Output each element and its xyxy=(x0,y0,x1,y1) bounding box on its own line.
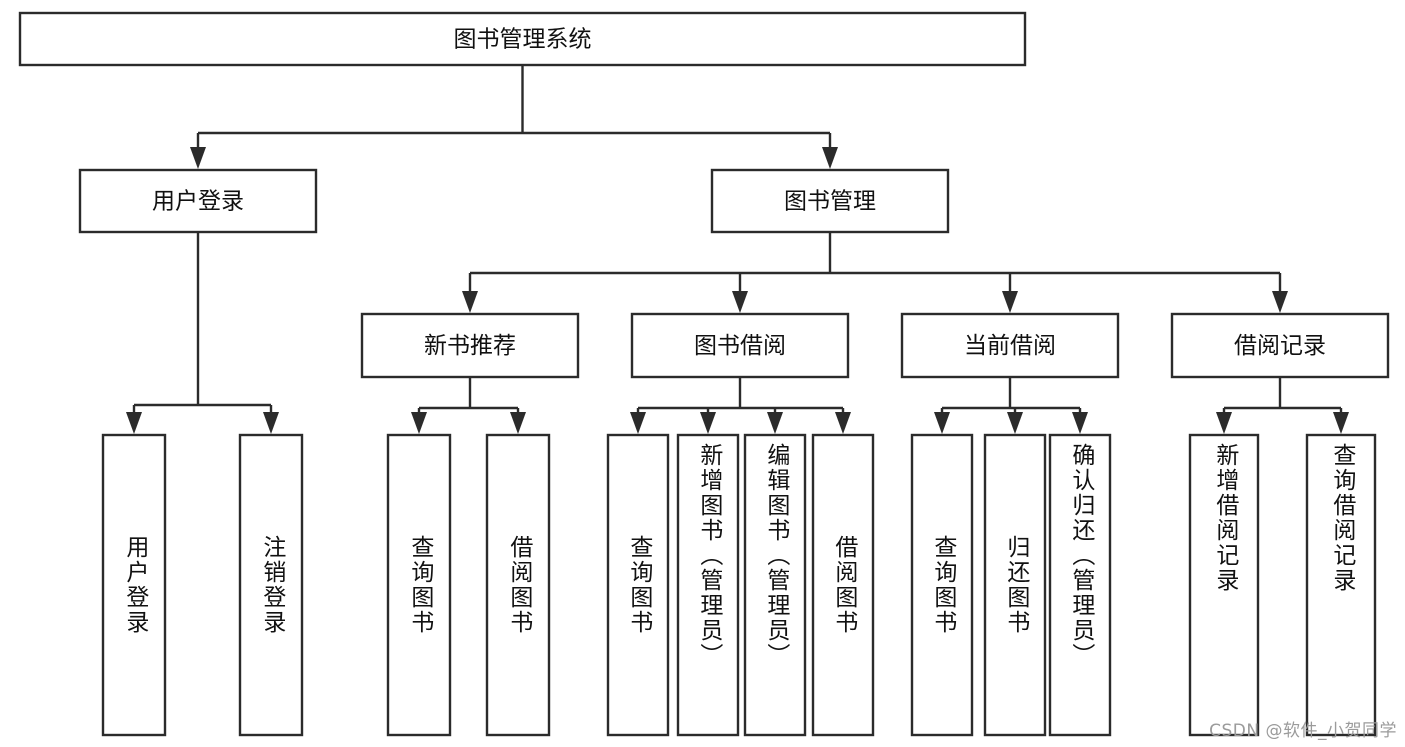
node-box-level3-3[interactable] xyxy=(1170,312,1390,379)
connectors-layer xyxy=(126,65,1349,434)
node-box-leaf-2[interactable] xyxy=(386,433,452,737)
arrow-head-icon-level3-1-3 xyxy=(835,412,851,434)
boxes-layer xyxy=(18,11,1390,737)
arrow-head-icon-level3-1-2 xyxy=(767,412,783,434)
node-box-leaf-1[interactable] xyxy=(238,433,304,737)
arrow-head-icon-book-2 xyxy=(1002,291,1018,313)
node-box-leaf-0[interactable] xyxy=(101,433,167,737)
node-label-root: 图书管理系统 xyxy=(454,27,592,53)
arrow-head-icon-level3-1-0 xyxy=(630,412,646,434)
node-box-leaf-12[interactable] xyxy=(1305,433,1377,737)
arrow-head-icon-level3-2-0 xyxy=(934,412,950,434)
arrow-head-icon-level3-3-0 xyxy=(1216,412,1232,434)
node-box-level2-1[interactable] xyxy=(710,168,950,234)
arrow-head-icon-root-1 xyxy=(822,147,838,169)
node-box-leaf-4[interactable] xyxy=(606,433,670,737)
arrow-head-icon-book-0 xyxy=(462,291,478,313)
node-box-level2-0[interactable] xyxy=(78,168,318,234)
node-label-level3-0: 新书推荐 xyxy=(424,333,516,359)
arrow-head-icon-book-1 xyxy=(732,291,748,313)
node-box-level3-0[interactable] xyxy=(360,312,580,379)
arrow-head-icon-book-3 xyxy=(1272,291,1288,313)
node-box-level3-1[interactable] xyxy=(630,312,850,379)
node-label-level2-0: 用户登录 xyxy=(152,189,244,215)
node-box-leaf-7[interactable] xyxy=(811,433,875,737)
node-box-leaf-9[interactable] xyxy=(983,433,1047,737)
node-box-leaf-6[interactable] xyxy=(743,433,807,737)
node-box-root[interactable] xyxy=(18,11,1027,67)
arrow-head-icon-user-1 xyxy=(263,412,279,434)
arrow-head-icon-level3-1-1 xyxy=(700,412,716,434)
node-label-level3-1: 图书借阅 xyxy=(694,333,786,359)
node-label-level3-3: 借阅记录 xyxy=(1234,333,1326,359)
arrow-head-icon-level3-2-1 xyxy=(1007,412,1023,434)
node-box-level3-2[interactable] xyxy=(900,312,1120,379)
node-box-leaf-10[interactable] xyxy=(1048,433,1112,737)
arrow-head-icon-level3-3-1 xyxy=(1333,412,1349,434)
arrow-head-icon-level3-0-0 xyxy=(411,412,427,434)
node-box-leaf-5[interactable] xyxy=(676,433,740,737)
arrow-head-icon-user-0 xyxy=(126,412,142,434)
node-label-level3-2: 当前借阅 xyxy=(964,333,1056,359)
node-box-leaf-3[interactable] xyxy=(485,433,551,737)
csdn-watermark: CSDN @软件_小贺同学 xyxy=(1209,721,1397,741)
arrow-head-icon-level3-0-1 xyxy=(510,412,526,434)
node-label-level2-1: 图书管理 xyxy=(784,189,876,215)
node-box-leaf-8[interactable] xyxy=(910,433,974,737)
node-box-leaf-11[interactable] xyxy=(1188,433,1260,737)
arrow-head-icon-level3-2-2 xyxy=(1072,412,1088,434)
arrow-head-icon-root-0 xyxy=(190,147,206,169)
